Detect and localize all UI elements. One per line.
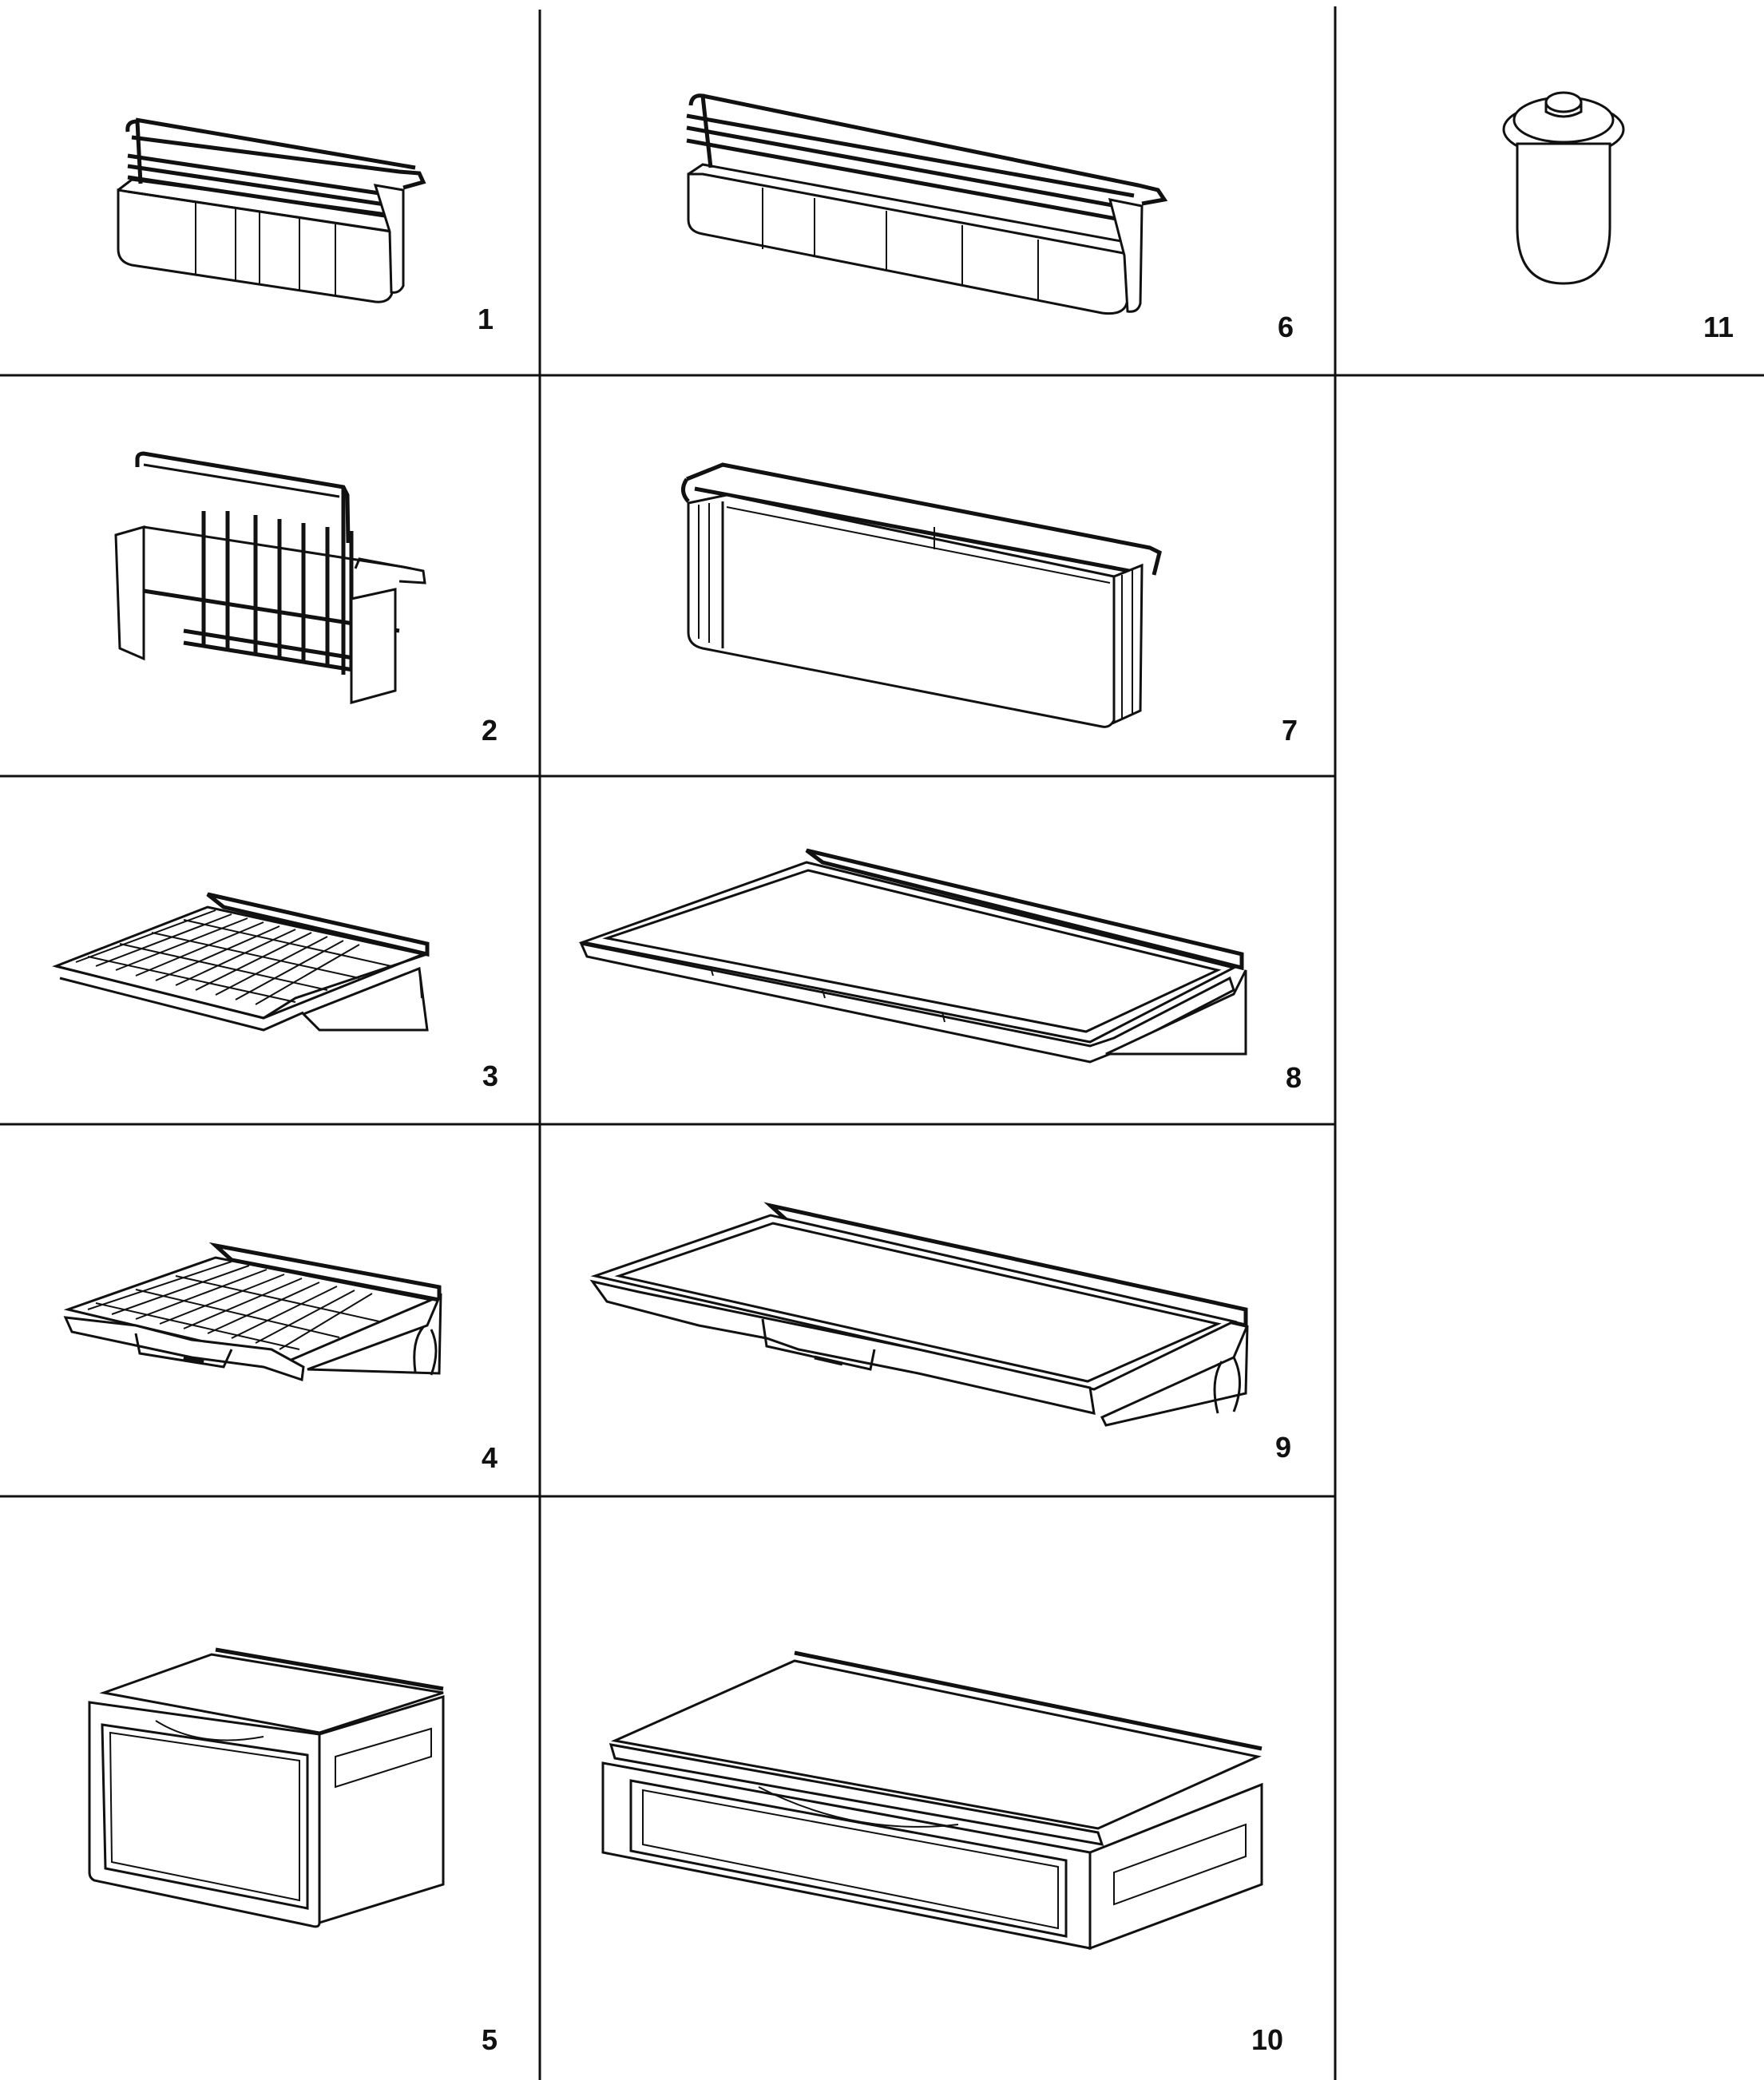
crisper-drawer-large-icon xyxy=(601,1650,1263,1951)
door-bin-large-icon xyxy=(686,93,1168,315)
part-number-7: 7 xyxy=(1282,714,1298,747)
glass-shelf-large-icon xyxy=(578,848,1247,1064)
wire-shelf-small-icon xyxy=(52,892,430,1032)
part-numbers: 1 2 3 4 5 6 7 8 9 10 11 xyxy=(478,303,1734,2056)
water-filter-cartridge-icon xyxy=(1502,91,1625,285)
part-number-5: 5 xyxy=(482,2023,497,2056)
part-number-9: 9 xyxy=(1275,1431,1291,1464)
table-grid xyxy=(0,6,1764,2080)
dairy-bin-icon xyxy=(681,462,1162,728)
slide-wire-shelf-small-icon xyxy=(63,1242,442,1382)
part-number-6: 6 xyxy=(1278,311,1294,343)
part-number-11: 11 xyxy=(1703,311,1734,343)
wire-rack-bin-icon xyxy=(114,451,426,704)
part-number-3: 3 xyxy=(482,1060,498,1092)
door-bin-small-icon xyxy=(117,117,426,303)
slide-glass-shelf-large-icon xyxy=(589,1202,1249,1427)
part-number-10: 10 xyxy=(1251,2023,1283,2056)
part-number-1: 1 xyxy=(478,303,494,335)
part-number-8: 8 xyxy=(1286,1061,1302,1094)
part-number-2: 2 xyxy=(482,714,497,747)
part-number-4: 4 xyxy=(482,1441,497,1474)
crisper-drawer-small-icon xyxy=(88,1647,445,1928)
